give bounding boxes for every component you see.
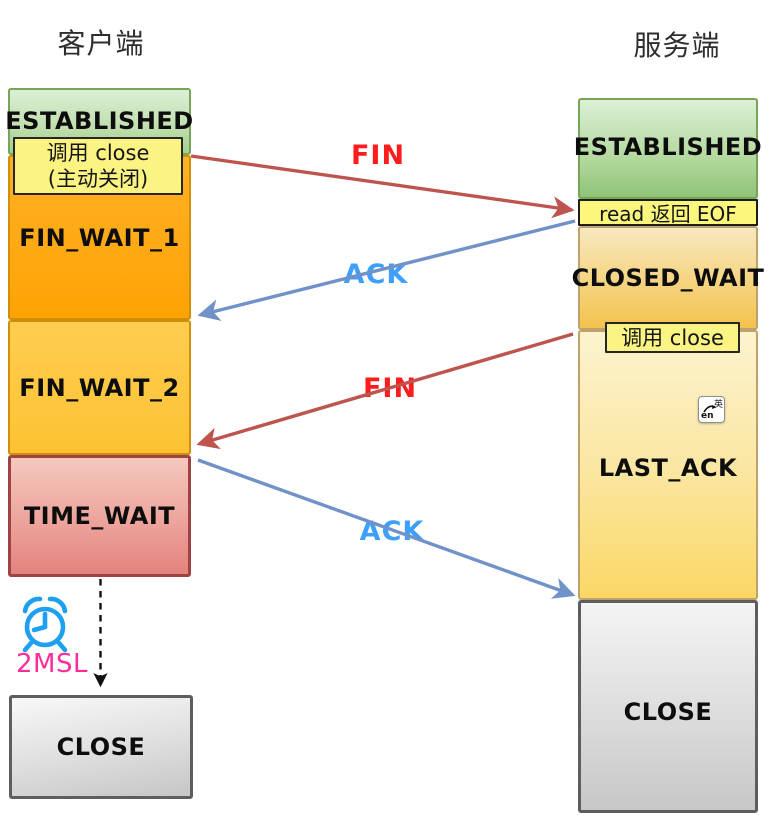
server-state-last-ack: LAST_ACK xyxy=(578,330,758,600)
state-label: CLOSE xyxy=(623,698,713,726)
server-state-close: CLOSE xyxy=(578,600,758,813)
client-call-close-note: 调用 close (主动关闭) xyxy=(13,137,183,195)
note-text: (主动关闭) xyxy=(47,167,149,191)
server-call-close-note: 调用 close xyxy=(605,322,740,353)
note-text: read 返回 EOF xyxy=(599,202,737,226)
state-label: ESTABLISHED xyxy=(573,133,763,161)
state-label: CLOSE xyxy=(56,733,146,761)
ime-language-indicator-icon[interactable]: 英 en xyxy=(698,396,725,423)
client-title: 客户端 xyxy=(57,27,145,60)
ime-primary-label: en xyxy=(701,411,714,421)
state-label: FIN_WAIT_1 xyxy=(19,223,180,252)
fin-1-label: FIN xyxy=(350,140,406,171)
state-label: LAST_ACK xyxy=(598,454,738,482)
server-read-eof-note: read 返回 EOF xyxy=(578,199,758,226)
state-label: FIN_WAIT_2 xyxy=(19,373,180,402)
ack-1-label: ACK xyxy=(343,259,409,290)
state-label: CLOSED_WAIT xyxy=(571,264,765,292)
timer-2msl-label: 2MSL xyxy=(16,649,88,679)
server-state-closed-wait: CLOSED_WAIT xyxy=(572,226,764,330)
alarm-clock-icon xyxy=(22,596,68,653)
state-label: TIME_WAIT xyxy=(23,502,176,530)
state-label: ESTABLISHED xyxy=(5,107,194,135)
server-state-established: ESTABLISHED xyxy=(574,98,762,199)
ime-switch-arrow-icon xyxy=(703,405,716,413)
server-title: 服务端 xyxy=(633,29,721,62)
note-text: 调用 close xyxy=(46,141,150,165)
client-state-close: CLOSE xyxy=(9,695,193,799)
client-state-time-wait: TIME_WAIT xyxy=(8,455,191,577)
client-state-fin-wait-2: FIN_WAIT_2 xyxy=(8,320,191,455)
ime-secondary-label: 英 xyxy=(713,400,723,410)
ack-2-label: ACK xyxy=(359,516,425,547)
note-text: 调用 close xyxy=(621,325,724,350)
fin-2-label: FIN xyxy=(362,373,418,404)
